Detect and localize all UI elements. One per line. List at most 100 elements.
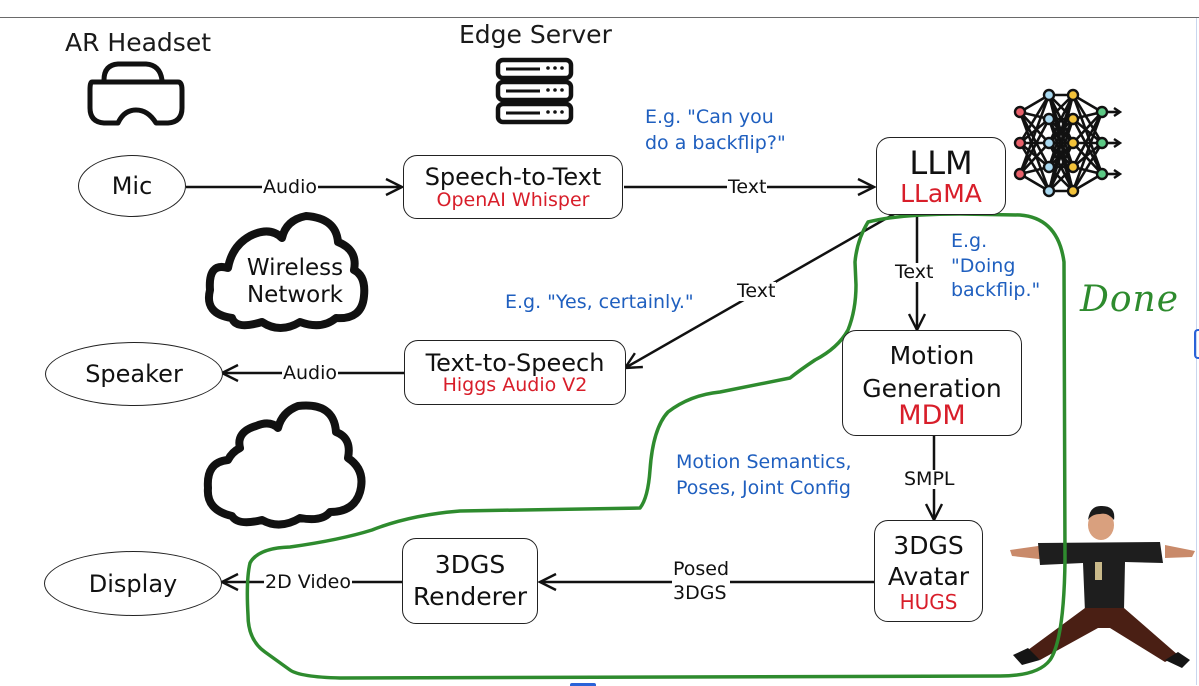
done-annotation-label: Done: [1080, 279, 1180, 320]
nn-output-arrow: [1113, 169, 1123, 179]
nn-connection: [1071, 118, 1104, 175]
server-rack-icon: [495, 57, 574, 125]
note-user-query-line1: E.g. "Can you: [645, 106, 774, 128]
nn-connection: [1018, 111, 1051, 168]
nn-output-arrow: [1113, 138, 1123, 148]
done-outline-annotation: [245, 212, 1067, 680]
nn-node: [1013, 105, 1027, 119]
edge-label-speaker-audio: Audio: [282, 362, 339, 384]
neural-network-icon: [1013, 88, 1123, 198]
nn-node: [1066, 136, 1080, 150]
stt-title: Speech-to-Text: [424, 163, 602, 192]
nn-connection: [1018, 142, 1051, 192]
nn-connection: [1071, 94, 1104, 175]
llm-title: LLM: [909, 143, 973, 182]
node-3dgs-renderer[interactable]: 3DGS Renderer: [402, 538, 538, 624]
edge-label-mic-audio: Audio: [262, 176, 319, 198]
node-speaker-label: Speaker: [85, 360, 183, 388]
nn-node: [1042, 136, 1056, 150]
top-border: [0, 17, 1199, 18]
edge-label-posed: Posed: [673, 558, 730, 580]
note-action-line2: "Doing: [951, 254, 1016, 277]
edge-label-llm-motion-text: Text: [894, 261, 935, 283]
nn-connection: [1019, 141, 1050, 169]
nn-node: [1042, 160, 1056, 174]
nn-connection: [1018, 118, 1051, 175]
renderer-title-line2: Renderer: [412, 582, 528, 611]
nn-node: [1066, 112, 1080, 126]
edge-label-stt-text: Text: [727, 176, 768, 198]
note-reply: E.g. "Yes, certainly.": [505, 291, 694, 313]
edge-label-smpl: SMPL: [903, 468, 956, 490]
node-speech-to-text[interactable]: Speech-to-Text OpenAI Whisper: [403, 155, 623, 219]
nn-node: [1013, 136, 1027, 150]
avatar-t-pose-image: [1010, 505, 1195, 668]
node-llm[interactable]: LLM LLaMA: [876, 137, 1006, 215]
nn-node: [1042, 184, 1056, 198]
nn-connection: [1071, 111, 1104, 192]
edge-label-2d-video: 2D Video: [264, 571, 352, 593]
vr-headset-icon: [87, 61, 185, 126]
node-text-to-speech[interactable]: Text-to-Speech Higgs Audio V2: [404, 340, 626, 405]
nn-node: [1066, 160, 1080, 174]
nn-node: [1095, 105, 1109, 119]
nn-connection: [1019, 142, 1050, 175]
node-motion-generation[interactable]: Motion Generation MDM: [842, 330, 1022, 436]
node-display-label: Display: [88, 569, 178, 598]
nn-connection: [1071, 142, 1104, 192]
tts-model: Higgs Audio V2: [442, 374, 588, 397]
edge-label-posed-3dgs: Posed 3DGS: [672, 558, 731, 606]
node-3dgs-avatar[interactable]: 3DGS Avatar HUGS: [874, 520, 983, 622]
nn-node: [1066, 88, 1080, 102]
nn-connection: [1047, 118, 1075, 192]
selection-handle-right[interactable]: [1194, 329, 1199, 359]
nn-connection: [1018, 111, 1051, 192]
nn-connection: [1019, 111, 1050, 144]
avatar-title-line2: Avatar: [887, 562, 970, 592]
nn-connection: [1047, 142, 1075, 192]
avatar-title-line1: 3DGS: [893, 530, 964, 560]
stt-model: OpenAI Whisper: [436, 188, 590, 211]
right-border: [1196, 18, 1197, 685]
motion-model: MDM: [898, 400, 966, 431]
nn-connection: [1018, 94, 1051, 175]
nn-node: [1013, 167, 1027, 181]
avatar-model: HUGS: [899, 590, 958, 615]
nn-connection: [1071, 94, 1104, 144]
motion-title-line2: Generation: [862, 373, 1002, 403]
cloud-icon: [203, 401, 366, 529]
nn-node: [1042, 112, 1056, 126]
nn-node: [1042, 88, 1056, 102]
wireless-network-label-line2: Network: [246, 282, 344, 309]
note-motion-semantics-line1: Motion Semantics,: [676, 451, 852, 473]
nn-node: [1066, 184, 1080, 198]
node-speaker[interactable]: Speaker: [45, 342, 223, 406]
nn-node: [1095, 136, 1109, 150]
heading-ar-headset: AR Headset: [65, 28, 211, 57]
node-display[interactable]: Display: [44, 551, 222, 616]
edge-label-3dgs: 3DGS: [673, 581, 727, 604]
nn-connection: [1072, 142, 1103, 175]
note-action-line3: backflip.": [951, 279, 1041, 302]
nn-connection: [1072, 111, 1103, 144]
llm-model: LLaMA: [900, 179, 982, 209]
wireless-network-label: Wireless Network: [233, 255, 357, 309]
note-user-query-line2: do a backflip?": [645, 131, 786, 154]
edge-label-llm-tts-text: Text: [736, 280, 777, 302]
motion-title-line1: Motion: [889, 341, 975, 370]
renderer-title-line1: 3DGS: [434, 549, 506, 579]
note-action-line1: E.g.: [951, 230, 988, 252]
heading-edge-server: Edge Server: [459, 20, 612, 49]
nn-connection: [1072, 117, 1103, 145]
note-action: E.g. "Doing backflip.": [951, 229, 1040, 303]
wireless-network-label-line1: Wireless: [246, 255, 344, 281]
note-motion-semantics-line2: Poses, Joint Config: [676, 476, 851, 499]
node-mic-label: Mic: [111, 172, 153, 200]
nn-output-arrow: [1113, 107, 1123, 117]
note-user-query: E.g. "Can you do a backflip?": [645, 105, 786, 156]
nn-connection: [1071, 111, 1104, 168]
wireless-network-cloud-icon: [205, 212, 369, 332]
nn-connection: [1018, 94, 1051, 144]
node-mic[interactable]: Mic: [78, 155, 186, 217]
tts-title: Text-to-Speech: [425, 348, 605, 377]
